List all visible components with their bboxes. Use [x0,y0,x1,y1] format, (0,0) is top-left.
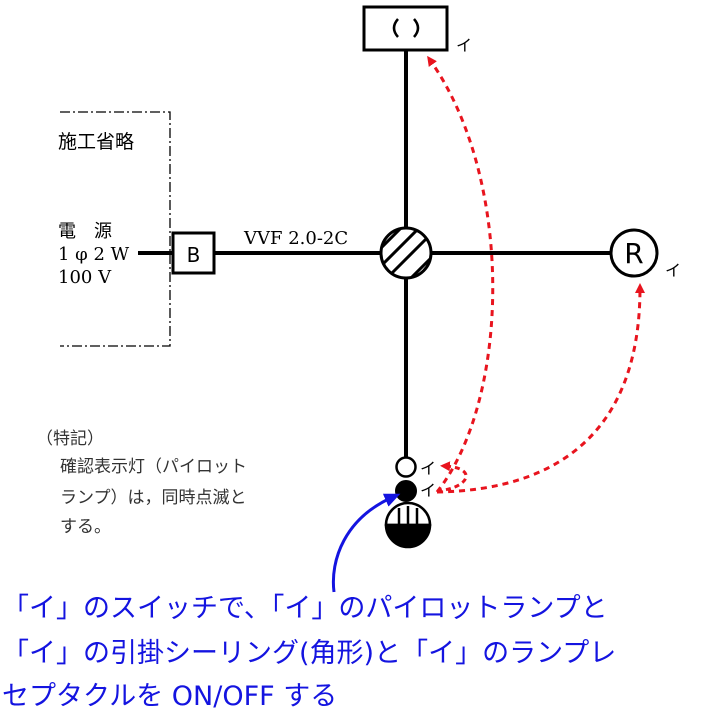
note-title: （特記） [36,429,104,449]
receptacle-label: R [624,237,643,270]
breaker-box [171,231,216,275]
note-line-2: ランプ）は，同時点滅と [60,488,247,508]
caption-line-2: 「イ」の引掛シーリング(角形)と「イ」のランプレ [2,638,616,669]
cable-label: VVF 2.0-2C [243,228,348,249]
arrow-to-switch [331,493,401,593]
note-line-1: 確認表示灯（パイロット [60,457,247,477]
arrow-to-pilot-lamp [436,461,468,493]
ceiling-paren-right [413,18,420,38]
power-label-3: 100 V [58,267,112,288]
caption-line-3: セプタクルを ON/OFF する [2,681,337,712]
hook-ceiling-square-icon [362,5,449,52]
ceiling-paren-left [392,18,399,38]
junction-box-icon [379,226,433,280]
arrow-to-ceiling [427,55,495,493]
outlet-icon [384,501,432,549]
lamp-receptacle-icon [609,228,659,278]
caption-line-1: 「イ」のスイッチで、「イ」のパイロットランプと [2,593,608,624]
omitted-area-boundary [60,111,171,347]
breaker-label: B [187,243,201,267]
power-label-1: 電 源 [58,221,112,242]
omitted-label: 施工省略 [58,131,134,153]
ceiling-tag: イ [456,36,472,55]
pilot-lamp-icon [395,456,417,478]
pilot-lamp-tag: イ [420,459,436,478]
switch-icon [395,480,417,502]
switch-tag: イ [420,481,436,500]
power-label-2: 1 φ 2 W [58,244,130,265]
note-line-3: する。 [60,517,111,537]
receptacle-tag: イ [665,261,681,280]
arrow-to-receptacle [436,283,645,494]
